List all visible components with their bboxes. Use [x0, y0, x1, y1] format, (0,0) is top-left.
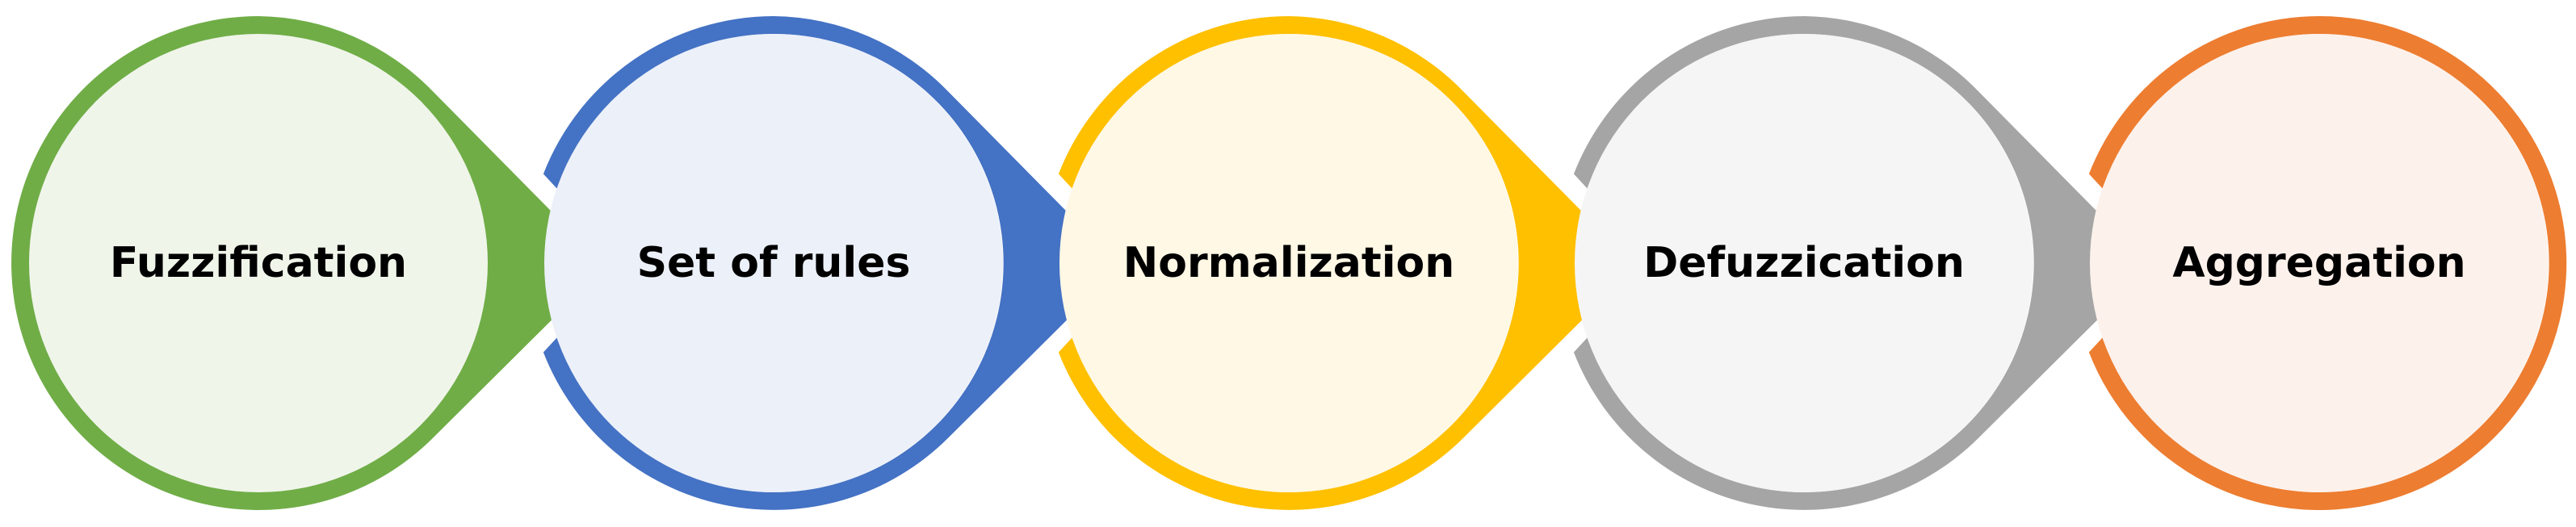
step-set-of-rules-ring — [543, 16, 1121, 510]
step-set-of-rules-circle — [544, 34, 1003, 492]
step-defuzzication: Defuzzication — [1573, 16, 2151, 510]
step-set-of-rules: Set of rules — [543, 16, 1121, 510]
step-defuzzication-ring — [1573, 16, 2151, 510]
step-normalization-circle — [1059, 34, 1518, 492]
step-fuzzification-label: Fuzzification — [110, 239, 407, 287]
step-normalization-label: Normalization — [1123, 239, 1455, 287]
step-defuzzication-circle — [1575, 34, 2033, 492]
step-aggregation-label: Aggregation — [2172, 239, 2465, 287]
step-aggregation-circle — [2090, 34, 2549, 492]
step-fuzzification-circle — [29, 34, 488, 492]
step-fuzzification: Fuzzification — [11, 16, 606, 510]
step-normalization-ring — [1058, 16, 1636, 510]
step-defuzzication-label: Defuzzication — [1643, 239, 1965, 287]
step-set-of-rules-label: Set of rules — [637, 239, 911, 287]
step-normalization: Normalization — [1058, 16, 1636, 510]
step-aggregation: Aggregation — [2088, 15, 2567, 510]
